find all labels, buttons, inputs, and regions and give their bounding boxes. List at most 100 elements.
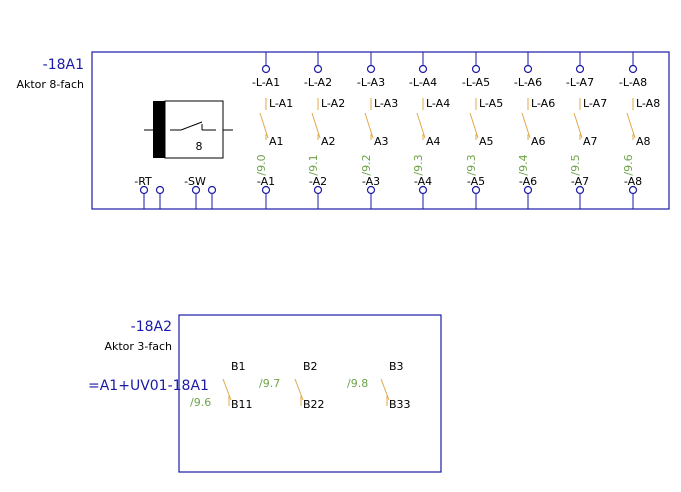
actuator-3-description: Aktor 3-fach: [104, 340, 172, 353]
channel-bottom-terminal[interactable]: [628, 185, 638, 195]
channel-bottom-terminal[interactable]: [471, 185, 481, 195]
contact-bottom-label: A2: [321, 135, 336, 148]
contact-bottom-label: A7: [583, 135, 598, 148]
actuator-3-block: -18A2 Aktor 3-fach =A1+UV01-18A1 B1B11/9…: [88, 314, 442, 473]
switch-blade: [180, 121, 203, 131]
channel-top-terminal[interactable]: [366, 64, 376, 74]
channel-bottom-label: -A3: [362, 175, 380, 188]
channel-top-terminal[interactable]: [628, 64, 638, 74]
contact-cross-reference: /9.7: [259, 377, 280, 390]
contact-blade: [380, 378, 390, 401]
contact-bottom-label: B22: [303, 398, 325, 411]
contact-bottom-label: A4: [426, 135, 441, 148]
contact-bottom-label: A6: [531, 135, 546, 148]
contact-cross-reference: /9.8: [347, 377, 368, 390]
channel-bottom-label: -A1: [257, 175, 275, 188]
channel-top-terminal[interactable]: [418, 64, 428, 74]
channel-bottom-label: -A7: [571, 175, 589, 188]
contact-top-label: L-A2: [321, 97, 345, 110]
channel-top-label: -L-A7: [566, 76, 594, 89]
contact-cross-reference: /9.6: [190, 396, 211, 409]
contact-top-label: B2: [303, 360, 318, 373]
contact-blade: [469, 112, 479, 139]
contact-top-label: L-A6: [531, 97, 555, 110]
channel-top-label: -L-A1: [252, 76, 280, 89]
channel-cross-reference: /9.6: [622, 154, 635, 175]
contact-top-label: B3: [389, 360, 404, 373]
channel-top-terminal[interactable]: [575, 64, 585, 74]
actuator-8-tag: -18A1: [43, 57, 84, 73]
channel-bottom-terminal[interactable]: [313, 185, 323, 195]
contact-top-label: B1: [231, 360, 246, 373]
rt-label: -RT: [134, 175, 152, 188]
channel-cross-reference: /9.4: [517, 154, 530, 175]
contact-blade: [294, 378, 304, 401]
sw-terminal-2[interactable]: [207, 185, 217, 195]
channel-cross-reference: /9.0: [255, 154, 268, 175]
actuator-3-frame: [178, 314, 442, 473]
input-sw: -SW: [184, 175, 217, 209]
channel-cross-reference: /9.3: [465, 154, 478, 175]
contact-bottom-label: A3: [374, 135, 389, 148]
contact-bottom-label: B33: [389, 398, 411, 411]
contact-top-label: L-A3: [374, 97, 398, 110]
actuator-8-frame: [91, 51, 670, 210]
channel-top-label: -L-A6: [514, 76, 542, 89]
channel-cross-reference: /9.2: [360, 154, 373, 175]
contact-blade: [311, 112, 321, 139]
channel-top-label: -L-A2: [304, 76, 332, 89]
contact-top-label: L-A1: [269, 97, 293, 110]
channel-cross-reference: /9.5: [569, 154, 582, 175]
contact-top-label: L-A4: [426, 97, 450, 110]
input-rt: -RT: [134, 175, 165, 209]
channel-bottom-label: -A4: [414, 175, 432, 188]
channel-cross-reference: /9.1: [307, 154, 320, 175]
channel-bottom-terminal[interactable]: [261, 185, 271, 195]
channel-bottom-terminal[interactable]: [418, 185, 428, 195]
channel-top-terminal[interactable]: [523, 64, 533, 74]
channel-bottom-label: -A5: [467, 175, 485, 188]
actuator-3-location: =A1+UV01-18A1: [88, 378, 209, 394]
channel-top-label: -L-A3: [357, 76, 385, 89]
channel-top-terminal[interactable]: [313, 64, 323, 74]
channel-bottom-label: -A6: [519, 175, 537, 188]
contact-blade: [521, 112, 531, 139]
relay-symbol: 8: [144, 100, 233, 159]
channel-bottom-terminal[interactable]: [366, 185, 376, 195]
relay-coil-block: [153, 101, 165, 158]
channel-top-terminal[interactable]: [471, 64, 481, 74]
contact-bottom-label: A1: [269, 135, 284, 148]
rt-terminal-2[interactable]: [155, 185, 165, 195]
contact-blade: [416, 112, 426, 139]
contact-top-label: L-A7: [583, 97, 607, 110]
channel-bottom-terminal[interactable]: [523, 185, 533, 195]
channel-cross-reference: /9.3: [412, 154, 425, 175]
channel-top-label: -L-A4: [409, 76, 437, 89]
contact-bottom-label: A8: [636, 135, 651, 148]
sw-terminal-1[interactable]: [191, 185, 201, 195]
channel-top-label: -L-A5: [462, 76, 490, 89]
contact-bottom-label: A5: [479, 135, 494, 148]
contact-bottom-label: B11: [231, 398, 253, 411]
actuator-8-description: Aktor 8-fach: [16, 78, 84, 91]
contact-blade: [259, 112, 269, 139]
channel-top-terminal[interactable]: [261, 64, 271, 74]
contact-blade: [364, 112, 374, 139]
sw-label: -SW: [184, 175, 206, 188]
channel-bottom-terminal[interactable]: [575, 185, 585, 195]
channel-bottom-label: -A8: [624, 175, 642, 188]
rt-terminal-1[interactable]: [139, 185, 149, 195]
contact-top-label: L-A8: [636, 97, 660, 110]
